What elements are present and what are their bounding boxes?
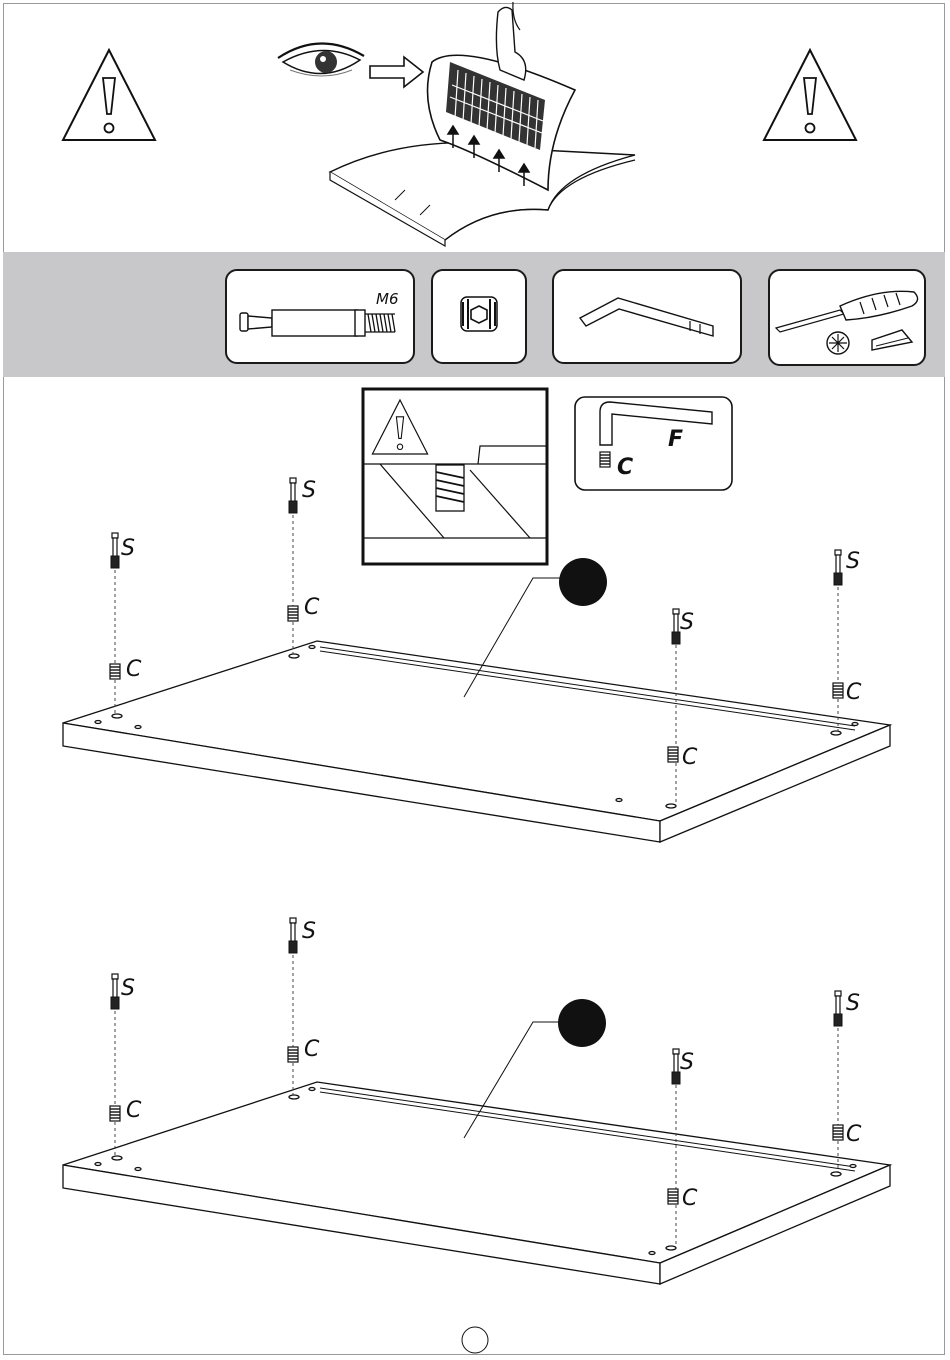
cam-label: C <box>682 1186 698 1211</box>
screw-label: S <box>302 919 316 944</box>
screw-label: S <box>680 1050 694 1075</box>
arrow-right-icon <box>370 57 423 87</box>
cam-label: C <box>846 1122 862 1147</box>
cam-label: C <box>846 680 862 705</box>
warning-triangle-icon <box>63 50 155 140</box>
part-number-badge <box>558 999 606 1047</box>
cam-label: C <box>126 657 142 682</box>
detail-box-hex-key <box>575 397 732 490</box>
screwdriver-icon <box>776 291 918 354</box>
page-number-circle <box>462 1327 488 1353</box>
eye-icon <box>278 43 364 76</box>
warning-triangle-icon <box>764 50 856 140</box>
cam-label: C <box>304 595 320 620</box>
screw-label: S <box>846 549 860 574</box>
cam-label: C <box>126 1098 142 1123</box>
instruction-booklet-icon <box>330 2 635 246</box>
thread-size-label: M6 <box>376 290 399 308</box>
part-number-badge <box>559 558 607 606</box>
panel-2 <box>63 1082 890 1284</box>
panel-1 <box>63 641 890 842</box>
cam-label: C <box>304 1037 320 1062</box>
screw-label: S <box>302 478 316 503</box>
hex-key-icon <box>580 298 713 336</box>
detail-box-warning <box>363 389 547 564</box>
screw-label: S <box>846 991 860 1016</box>
hex-key-label: F <box>668 427 683 452</box>
threaded-insert-icon <box>461 297 497 331</box>
screw-label: S <box>121 976 135 1001</box>
screw-label: S <box>680 610 694 635</box>
connector-bolt-icon <box>240 310 395 336</box>
cam-label: C <box>617 455 633 480</box>
cam-label: C <box>682 745 698 770</box>
screw-label: S <box>121 536 135 561</box>
